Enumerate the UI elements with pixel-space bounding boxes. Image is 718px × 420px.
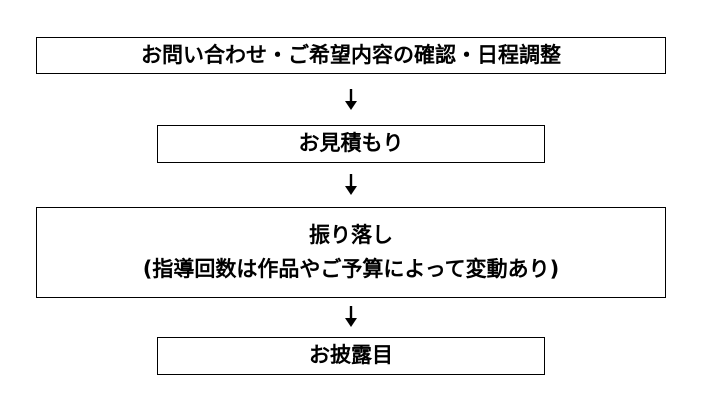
down-arrow-icon xyxy=(345,306,357,327)
flow-step-note: (指導回数は作品やご予算によって変動あり) xyxy=(142,256,560,281)
flow-step-choreography: 振り落し (指導回数は作品やご予算によって変動あり) xyxy=(36,207,666,298)
down-arrow-icon xyxy=(345,174,357,195)
flow-step-recital: お披露目 xyxy=(157,337,545,375)
down-arrow-icon xyxy=(345,89,357,110)
flow-step-label: 振り落し xyxy=(309,222,393,247)
flow-step-label: お見積もり xyxy=(298,131,404,156)
flow-step-label: お披露目 xyxy=(309,343,393,368)
flow-step-inquiry: お問い合わせ・ご希望内容の確認・日程調整 xyxy=(36,37,666,74)
flow-step-estimate: お見積もり xyxy=(157,125,545,163)
flow-step-label: お問い合わせ・ご希望内容の確認・日程調整 xyxy=(141,42,561,67)
